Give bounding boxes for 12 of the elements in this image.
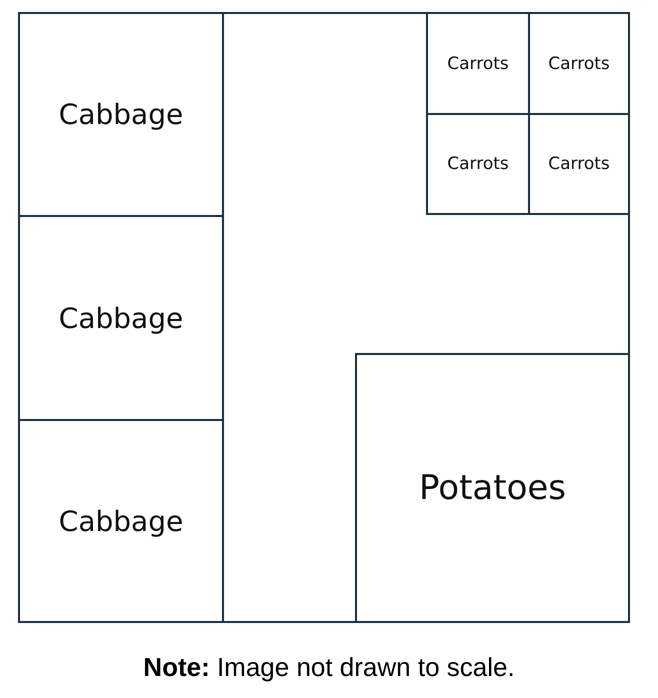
bed-label: Cabbage [58, 504, 184, 538]
bed-label: Carrots [447, 54, 509, 74]
bed-box [355, 353, 630, 623]
bed-label: Carrots [548, 54, 610, 74]
caption: Note: Image not drawn to scale. [142, 652, 516, 683]
bed-label: Cabbage [58, 302, 184, 334]
garden-plot-outline [18, 12, 630, 623]
bed-box [426, 113, 530, 215]
bed-label: Cabbage [58, 98, 184, 131]
bed-label: Potatoes [418, 468, 566, 508]
bed-label: Carrots [447, 154, 509, 174]
bed-label: Carrots [548, 154, 610, 174]
